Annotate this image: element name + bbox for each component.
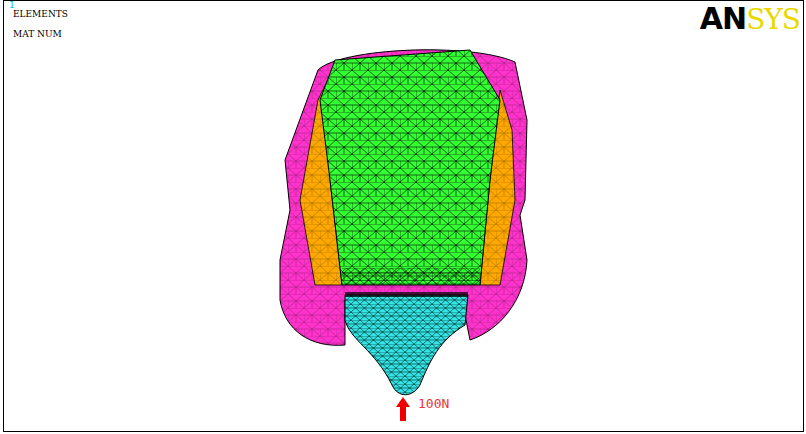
force-label: 100N — [418, 396, 449, 412]
software-logo: ANSYS — [700, 1, 800, 37]
force-arrow — [396, 397, 410, 407]
logo-part: SYS — [746, 3, 800, 37]
plot-mode: ELEMENTS — [13, 9, 68, 20]
numbering-label: MAT NUM — [13, 29, 62, 40]
logo-part: AN — [700, 1, 746, 37]
